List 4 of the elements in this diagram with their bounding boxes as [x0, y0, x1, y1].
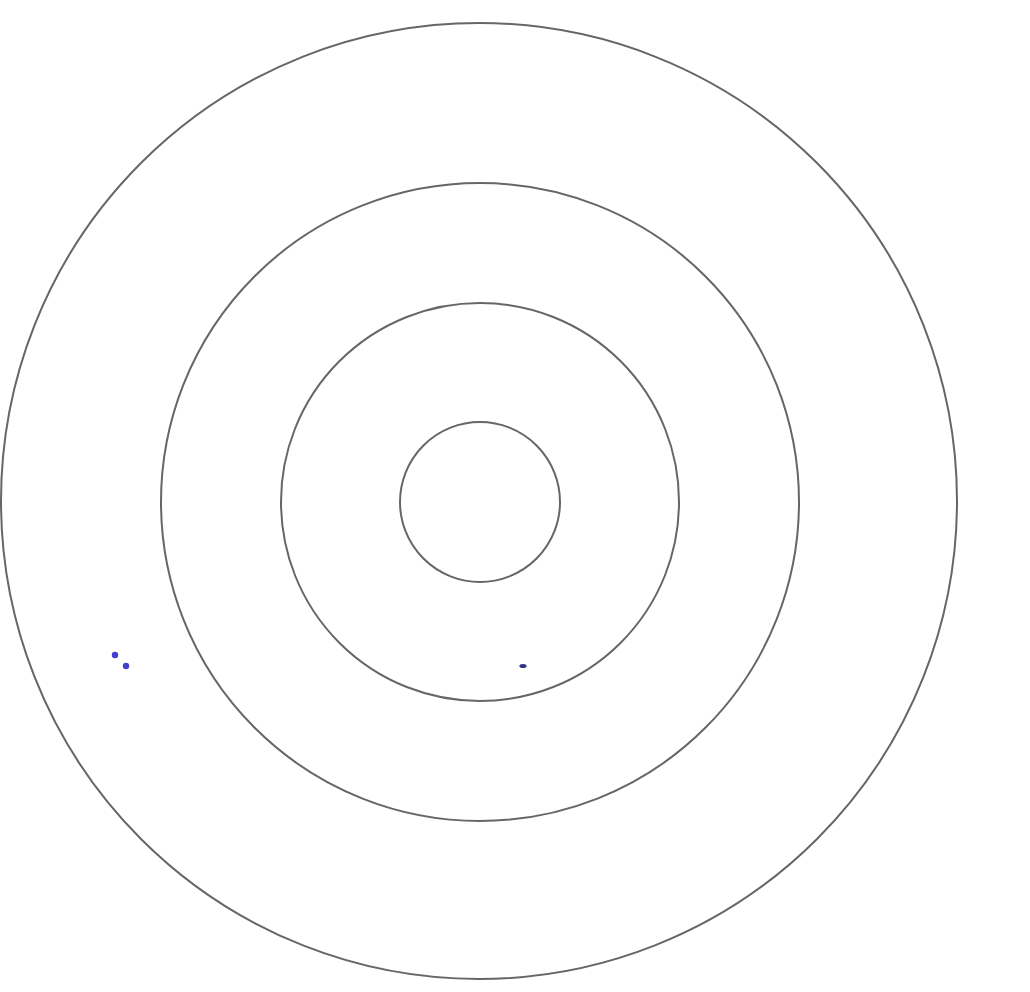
target-ring	[159, 181, 799, 821]
target-ring	[0, 22, 958, 980]
target-ring	[279, 301, 679, 701]
target-ring	[398, 420, 560, 582]
